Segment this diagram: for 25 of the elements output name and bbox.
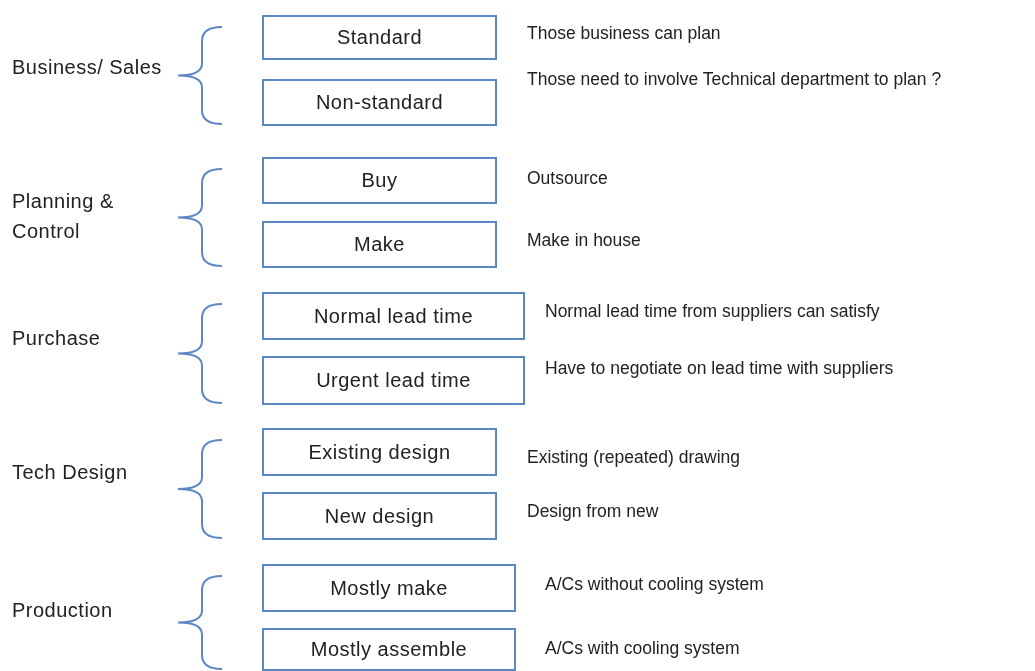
process-box: Normal lead time (262, 292, 525, 340)
process-box: Mostly make (262, 564, 516, 612)
description-text: Existing (repeated) drawing (527, 446, 741, 469)
description-text: A/Cs with cooling system (545, 637, 740, 660)
description-text: Outsource (527, 167, 608, 190)
description-text: Those business can plan (527, 22, 721, 45)
description-text: Those need to involve Technical department to plan ? (527, 68, 942, 91)
description-text: A/Cs without cooling system (545, 573, 764, 596)
process-box: Make (262, 221, 497, 268)
description-text: Make in house (527, 229, 641, 252)
description-text: Design from new (527, 500, 659, 523)
process-box: Non-standard (262, 79, 497, 126)
process-box: Mostly assemble (262, 628, 516, 671)
category-label: Purchase (12, 326, 102, 351)
description-text: Normal lead time from suppliers can satisfy (545, 300, 880, 323)
process-box: Existing design (262, 428, 497, 476)
process-box: Standard (262, 15, 497, 60)
category-label: Business/ Sales (12, 55, 162, 80)
category-label: Production (12, 598, 114, 623)
category-label: Tech Design (12, 460, 129, 485)
process-box: Buy (262, 157, 497, 204)
process-box: Urgent lead time (262, 356, 525, 405)
category-label: Planning & Control (12, 189, 115, 244)
process-box: New design (262, 492, 497, 540)
description-text: Have to negotiate on lead time with suppliers (545, 357, 894, 380)
